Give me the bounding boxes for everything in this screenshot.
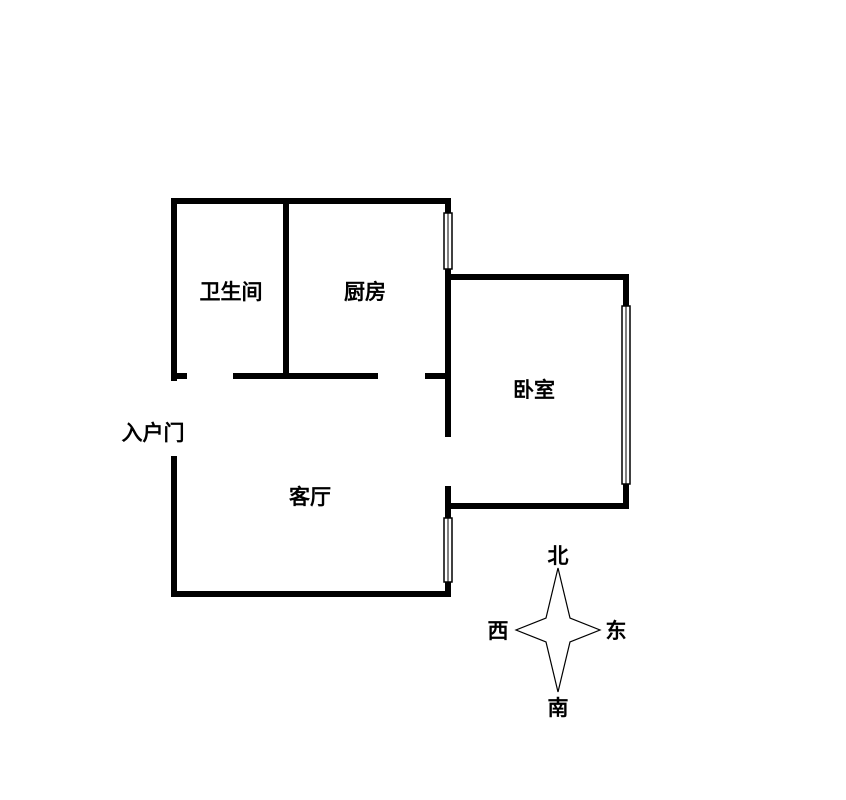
compass-east-label: 东 [606, 619, 627, 643]
entrance-door-label: 入户门 [122, 421, 185, 445]
compass: 北 南 东 西 [488, 544, 627, 720]
bedroom-window [621, 305, 631, 485]
room-labels: 卫生间 厨房 卧室 客厅 入户门 [122, 280, 556, 509]
compass-star-icon [514, 567, 602, 693]
kitchen-window [443, 212, 453, 270]
living-room-label: 客厅 [289, 485, 331, 509]
compass-west-label: 西 [488, 619, 509, 643]
compass-north-label: 北 [548, 544, 569, 568]
bathroom-label: 卫生间 [200, 280, 263, 304]
compass-south-label: 南 [548, 696, 569, 720]
living-room-window [443, 517, 453, 583]
windows [443, 212, 631, 583]
kitchen-label: 厨房 [344, 280, 386, 304]
bedroom-label: 卧室 [513, 378, 555, 402]
walls [171, 198, 629, 597]
